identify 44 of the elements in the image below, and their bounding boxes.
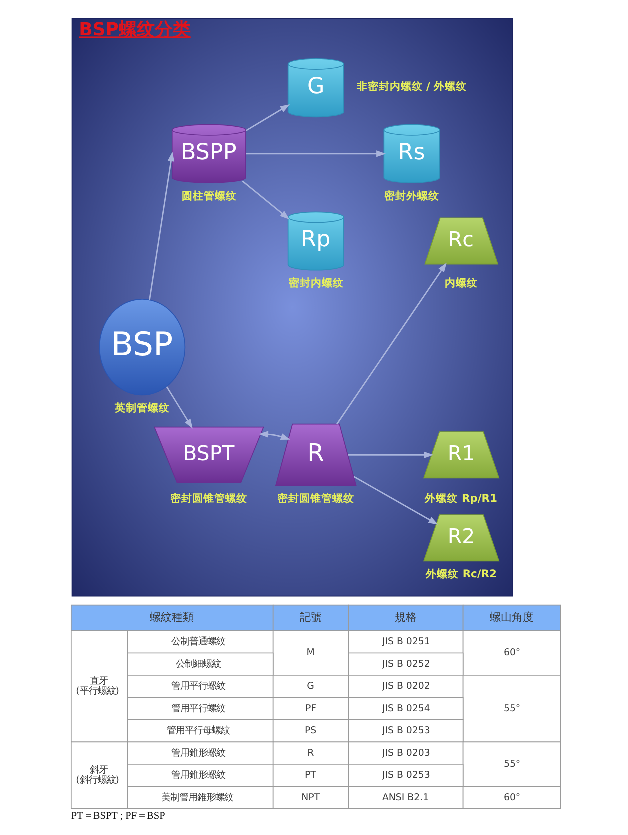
label: 55° xyxy=(504,703,521,714)
label: 斜牙 (斜行螺紋) xyxy=(76,764,120,786)
node-label: 非密封内螺纹 / 外螺纹 xyxy=(356,80,468,93)
label: G xyxy=(307,681,314,692)
label: JIS B 0202 xyxy=(382,681,430,692)
label: PF xyxy=(305,703,317,714)
node-label: 密封圆锥管螺纹 xyxy=(170,492,248,506)
label: PS xyxy=(305,726,317,737)
label: PT xyxy=(305,770,316,781)
label: 55° xyxy=(504,758,521,770)
label: 螺紋種類 xyxy=(150,611,194,624)
label: 管用平行螺紋 xyxy=(172,703,226,714)
label: JIS B 0251 xyxy=(382,636,430,648)
label: JIS B 0253 xyxy=(382,726,430,737)
node-label: 内螺纹 xyxy=(444,276,478,290)
label: 公制普通螺紋 xyxy=(172,636,226,648)
label: R xyxy=(308,748,314,759)
node-label: 密封内螺纹 xyxy=(288,276,344,290)
node-label: 密封外螺纹 xyxy=(384,189,440,202)
label: JIS B 0254 xyxy=(382,703,430,714)
node-label: 密封圆锥管螺纹 xyxy=(278,492,355,506)
label: 公制細螺紋 xyxy=(176,658,222,670)
label: 管用錐形螺紋 xyxy=(172,770,226,781)
label: 管用錐形螺紋 xyxy=(172,748,226,759)
node-label: 圆柱管螺纹 xyxy=(182,189,237,202)
label: 管用平行螺紋 xyxy=(172,681,226,692)
label: 60° xyxy=(504,792,521,804)
node-label: 外螺纹 Rp/R1 xyxy=(425,492,498,506)
node-label: 外螺纹 Rc/R2 xyxy=(426,568,497,581)
label: ANSI B2.1 xyxy=(382,792,430,804)
label: 美制管用錐形螺紋 xyxy=(162,792,234,804)
label: 規格 xyxy=(394,611,417,624)
label: JIS B 0253 xyxy=(382,770,430,781)
node-label: 英制管螺纹 xyxy=(115,402,170,415)
label: 60° xyxy=(504,648,521,659)
label: 直牙 (平行螺紋) xyxy=(76,676,120,698)
label: 管用平行母螺紋 xyxy=(166,726,230,737)
label: NPT xyxy=(302,792,320,804)
label: JIS B 0203 xyxy=(382,748,430,759)
label: M xyxy=(306,648,315,659)
label: 螺山角度 xyxy=(490,611,534,624)
label: JIS B 0252 xyxy=(382,658,430,670)
label: PT＝BSPT ; PF＝BSP xyxy=(71,810,166,822)
label: 記號 xyxy=(300,611,322,624)
